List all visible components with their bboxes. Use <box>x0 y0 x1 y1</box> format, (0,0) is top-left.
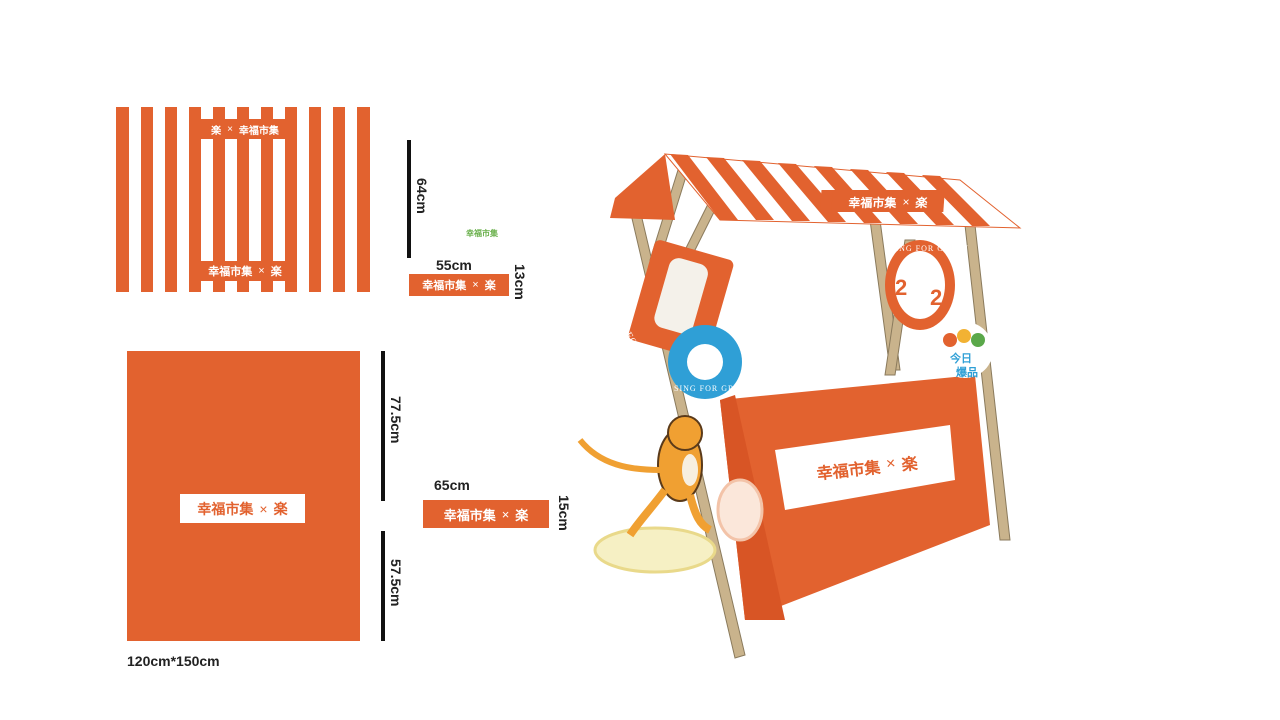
dimension-label-15cm: 15cm <box>556 495 572 531</box>
small-strip-1: 幸福市集 × 楽 <box>409 274 509 296</box>
dimension-label-13cm: 13cm <box>512 264 528 300</box>
dimension-label-65cm: 65cm <box>434 477 470 493</box>
circle-sign-text: SING FOR GREEN <box>674 384 753 393</box>
dimension-label-64cm: 64cm <box>414 178 430 214</box>
awning-logo-bottom-text: 幸福市集 <box>208 266 253 278</box>
tablecloth-logo: 幸福市集 × 楽 <box>180 494 305 523</box>
awning-logo: 幸福市集 × 楽 <box>831 192 945 212</box>
cross-mark: × <box>258 265 265 277</box>
dimension-label-55cm: 55cm <box>436 257 472 273</box>
cross-mark: × <box>885 455 897 473</box>
awning-logo-top-text: 幸福市集 <box>238 125 279 137</box>
tablecloth-logo-text: 幸福市集 <box>197 500 254 517</box>
brand-mark: 楽 <box>211 125 222 137</box>
awning-logo-bottom: 幸福市集 × 楽 <box>200 261 290 281</box>
table-logo-text: 幸福市集 <box>815 459 882 484</box>
cross-mark: × <box>259 500 268 517</box>
right-sign-number-left: 2 <box>895 275 908 300</box>
brand-mark: 楽 <box>900 455 919 475</box>
dimension-line-77-5 <box>381 351 385 501</box>
food-sign-line2: 爆品 <box>956 367 978 379</box>
market-booth: 幸福市集 × 楽 SING FOR GREEN SING FOR GREEN S… <box>570 140 1040 660</box>
cross-mark: × <box>901 195 910 209</box>
brand-mark: 楽 <box>484 280 496 292</box>
food-sign-line1: 今日 <box>950 353 972 365</box>
awning-logo-top: 楽 × 幸福市集 <box>200 119 290 139</box>
dimension-label-57-5cm: 57.5cm <box>388 559 404 607</box>
right-sign-number-right: 2 <box>930 285 943 310</box>
dimension-line-57-5 <box>381 531 385 641</box>
brand-mark: 楽 <box>273 500 288 517</box>
right-sign-text: SING FOR GREEN <box>890 244 969 253</box>
booth-drawing <box>577 153 1022 659</box>
small-strip-2-text: 幸福市集 <box>443 507 496 523</box>
small-green-logo: 幸福市集 <box>466 229 498 238</box>
dimension-line-64 <box>407 140 411 258</box>
awning-logo-text: 幸福市集 <box>847 195 897 210</box>
awning-panel: 楽 × 幸福市集 幸福市集 × 楽 <box>116 107 370 292</box>
small-strip-1-text: 幸福市集 <box>422 280 467 292</box>
brand-mark: 楽 <box>515 507 529 523</box>
brand-mark: 楽 <box>914 195 928 210</box>
dimension-label-size: 120cm*150cm <box>127 653 220 669</box>
cross-mark: × <box>501 506 510 522</box>
dimension-label-77-5cm: 77.5cm <box>388 396 404 444</box>
brand-mark: 楽 <box>270 266 282 278</box>
cross-mark: × <box>227 123 233 135</box>
small-strip-2: 幸福市集 × 楽 <box>423 500 549 528</box>
cross-mark: × <box>472 279 479 291</box>
